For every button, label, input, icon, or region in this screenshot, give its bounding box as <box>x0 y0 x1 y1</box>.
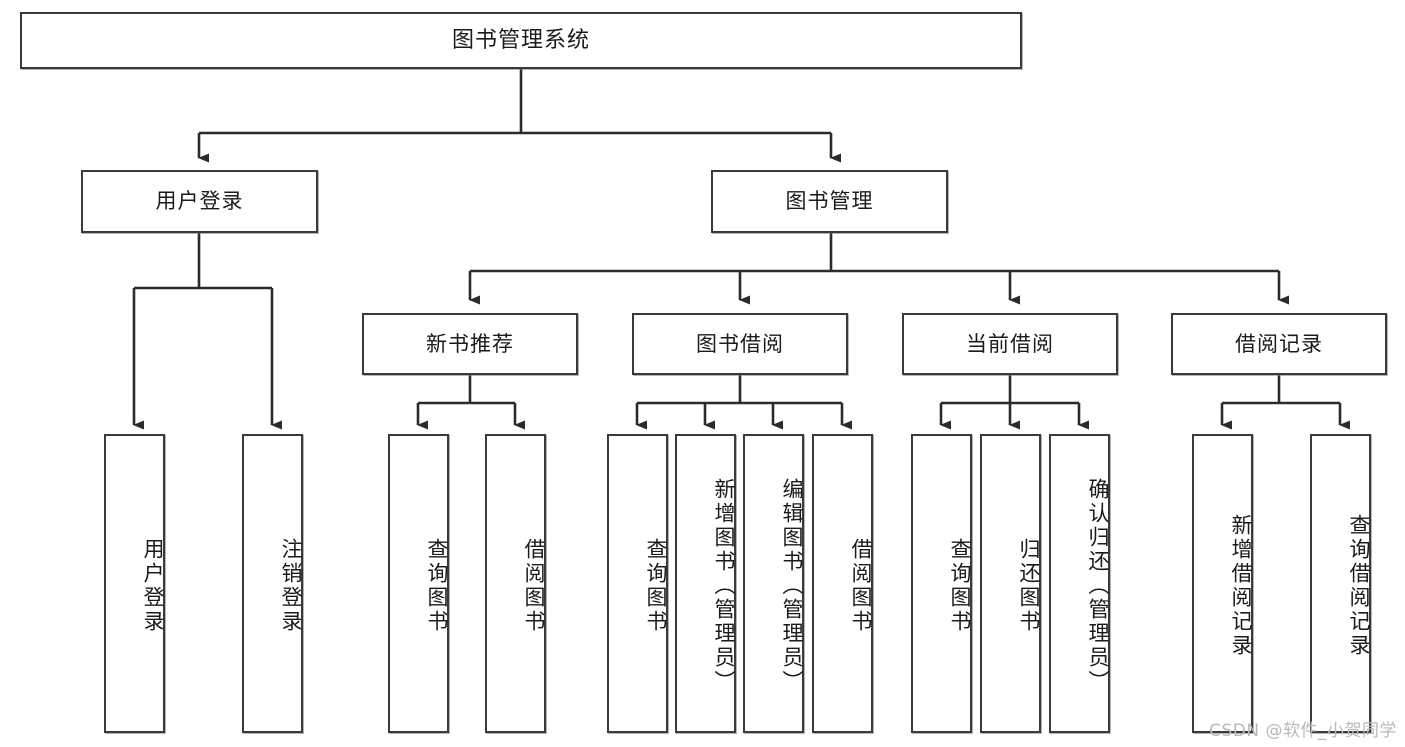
leaf-book-borrow-borrow[interactable]: 借阅图书 <box>812 434 873 733</box>
node-new-book-recommend[interactable]: 新书推荐 <box>362 313 578 375</box>
node-root-system[interactable]: 图书管理系统 <box>20 12 1022 69</box>
leaf-new-book-query[interactable]: 查询图书 <box>388 434 449 733</box>
node-borrow-record[interactable]: 借阅记录 <box>1171 313 1387 375</box>
node-current-borrow[interactable]: 当前借阅 <box>902 313 1118 375</box>
node-book-management[interactable]: 图书管理 <box>711 170 948 233</box>
node-book-borrow[interactable]: 图书借阅 <box>632 313 848 375</box>
leaf-book-borrow-query[interactable]: 查询图书 <box>607 434 668 733</box>
leaf-current-borrow-query[interactable]: 查询图书 <box>911 434 972 733</box>
leaf-book-borrow-add-admin[interactable]: 新增图书（管理员） <box>675 434 736 733</box>
leaf-borrow-record-query[interactable]: 查询借阅记录 <box>1310 434 1371 733</box>
node-user-login[interactable]: 用户登录 <box>81 170 318 233</box>
leaf-current-borrow-return[interactable]: 归还图书 <box>980 434 1041 733</box>
leaf-new-book-borrow[interactable]: 借阅图书 <box>485 434 546 733</box>
leaf-borrow-record-add[interactable]: 新增借阅记录 <box>1192 434 1253 733</box>
leaf-user-login-logout[interactable]: 注销登录 <box>242 434 303 733</box>
leaf-book-borrow-edit-admin[interactable]: 编辑图书（管理员） <box>743 434 804 733</box>
leaf-current-borrow-confirm-return-admin[interactable]: 确认归还（管理员） <box>1049 434 1110 733</box>
leaf-user-login-login[interactable]: 用户登录 <box>104 434 165 733</box>
